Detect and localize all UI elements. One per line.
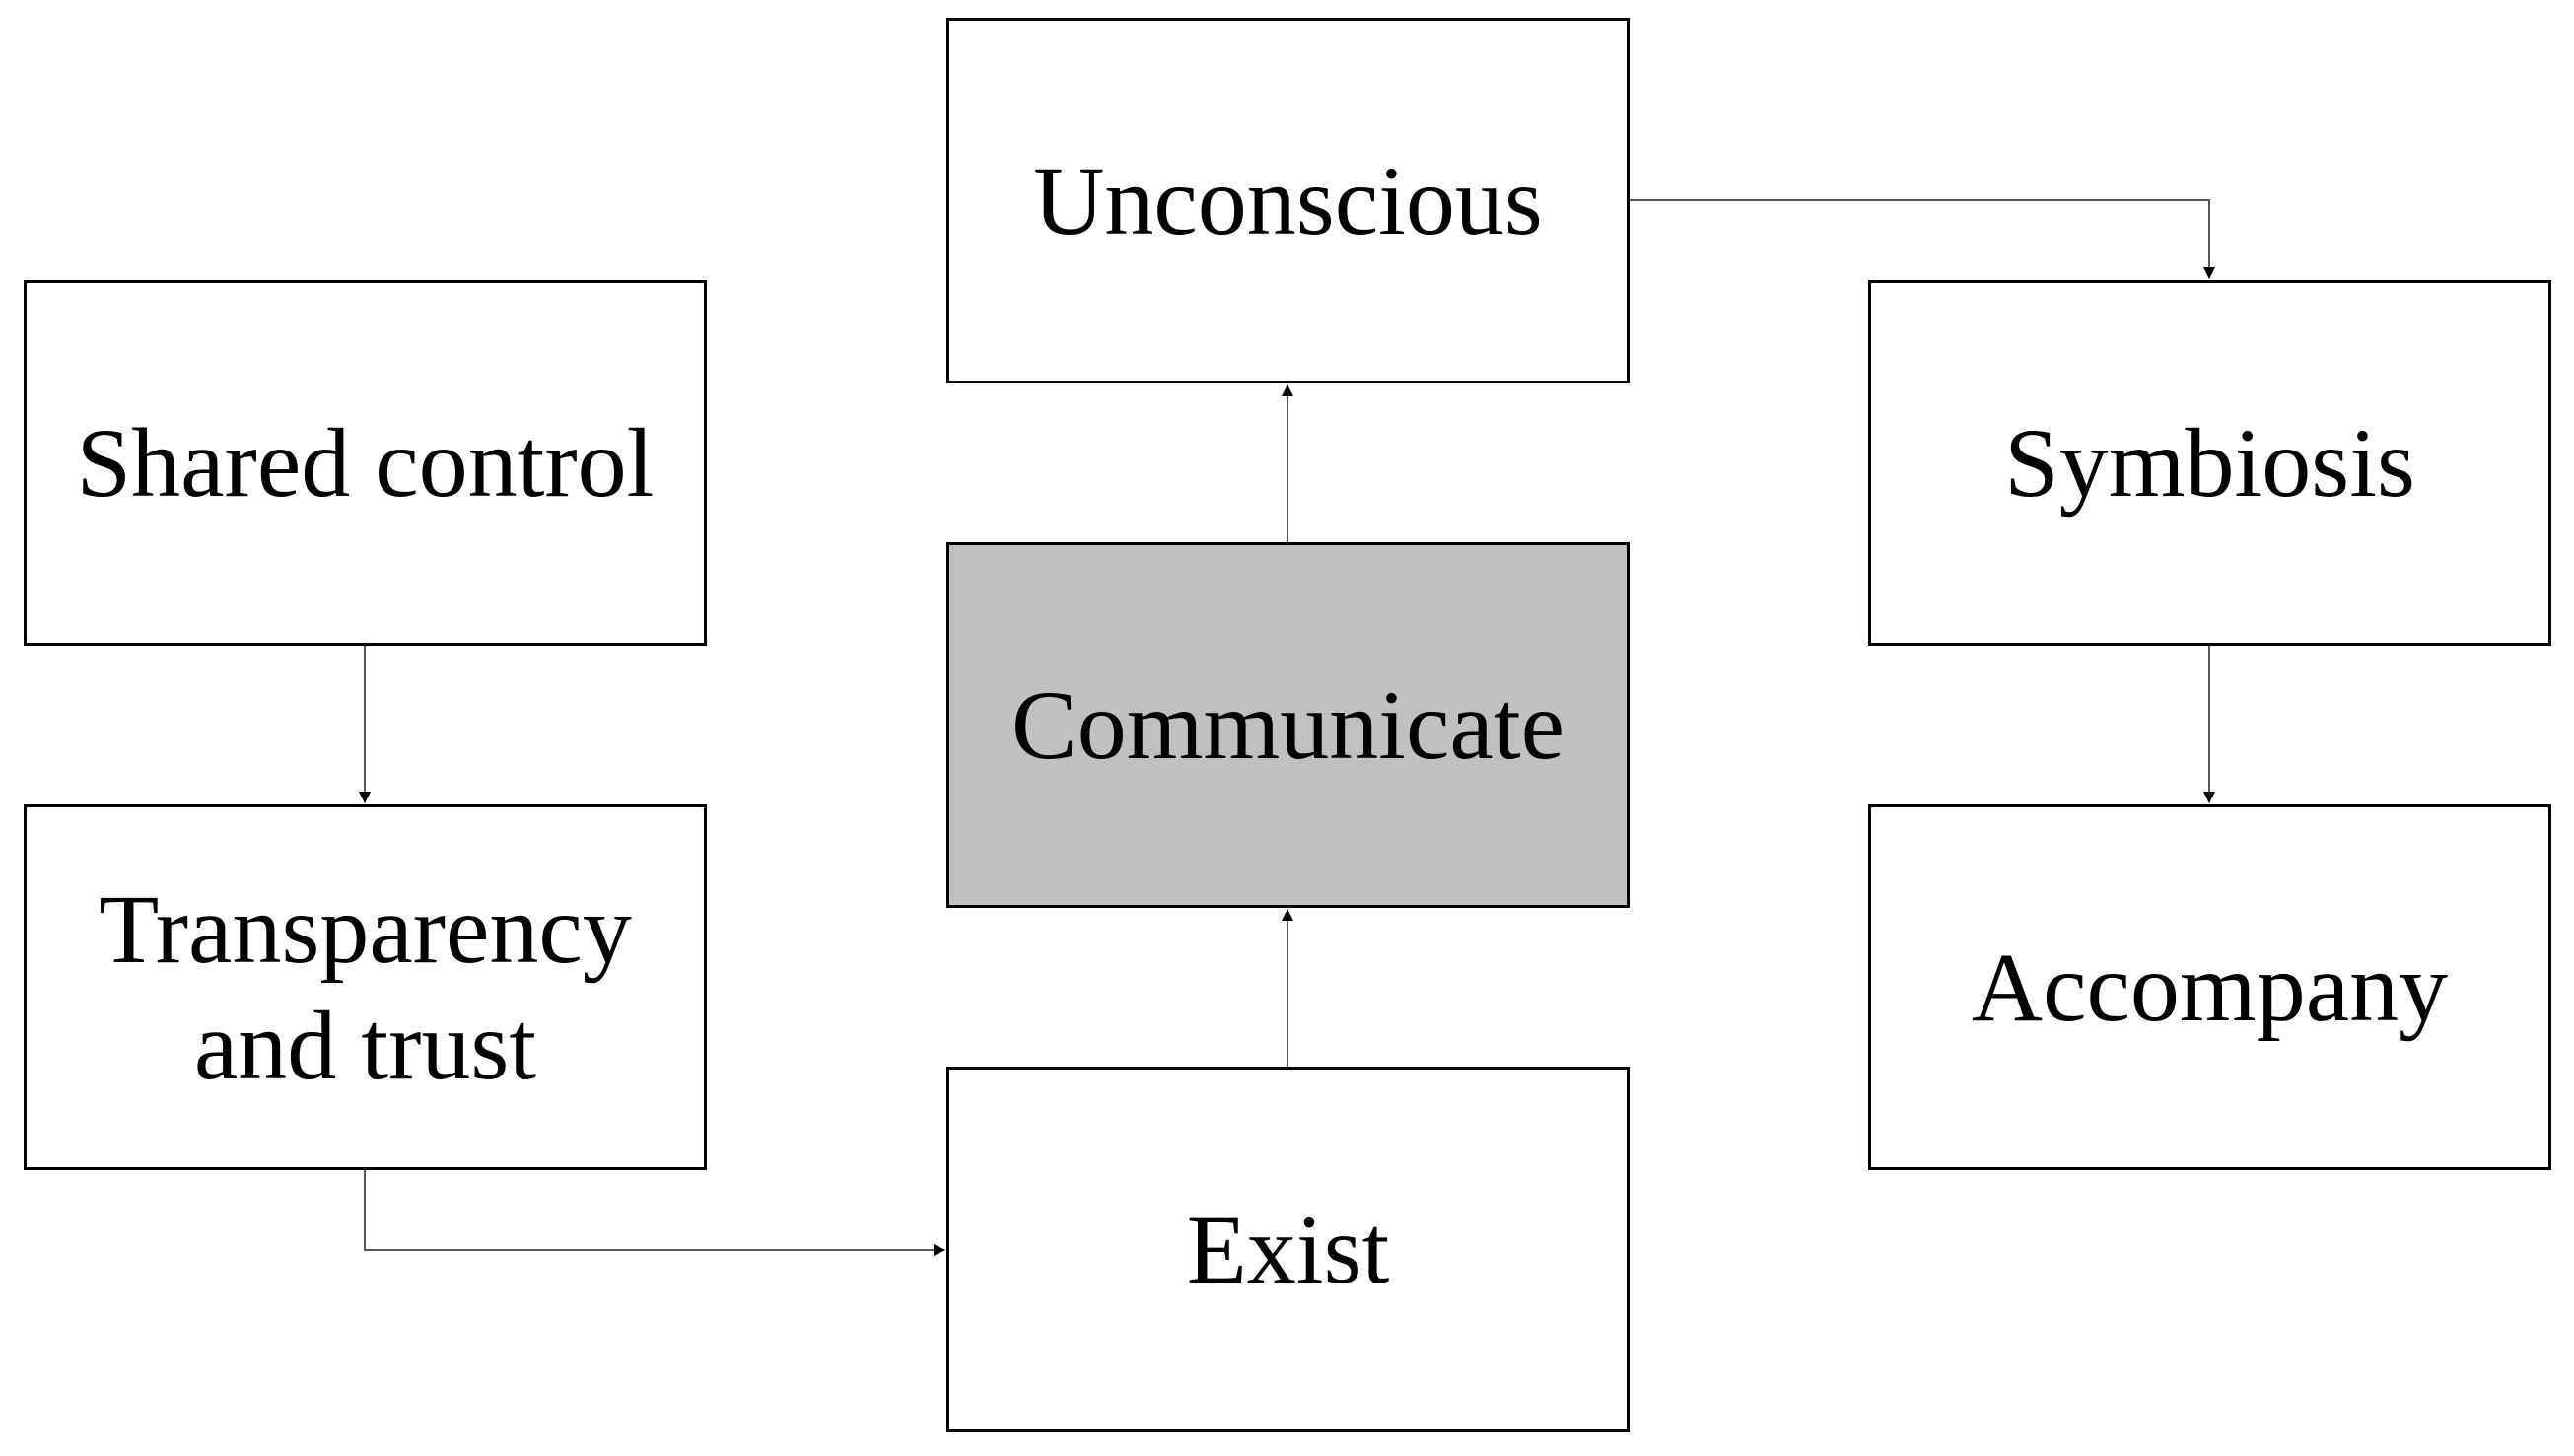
node-label: Symbiosis <box>2004 407 2415 518</box>
node-label-line-1: Transparency <box>99 873 632 984</box>
node-exist: Exist <box>946 1067 1630 1432</box>
node-communicate: Communicate <box>946 542 1630 908</box>
edge-transparency-to-exist <box>364 1170 945 1256</box>
node-transparency-and-trust: Transparency and trust <box>24 804 707 1170</box>
node-label: Accompany <box>1971 932 2449 1042</box>
node-label: Exist <box>1186 1194 1390 1304</box>
node-unconscious: Unconscious <box>946 18 1630 383</box>
node-label-line-2: and trust <box>193 990 537 1100</box>
node-label: Shared control <box>76 407 655 518</box>
node-shared-control: Shared control <box>24 280 707 646</box>
edge-unconscious-to-symbiosis <box>1630 199 2215 279</box>
node-accompany: Accompany <box>1868 804 2551 1170</box>
node-label: Communicate <box>1011 669 1565 780</box>
node-label-group: Transparency and trust <box>99 871 632 1104</box>
node-symbiosis: Symbiosis <box>1868 280 2551 646</box>
node-label: Unconscious <box>1033 145 1543 255</box>
